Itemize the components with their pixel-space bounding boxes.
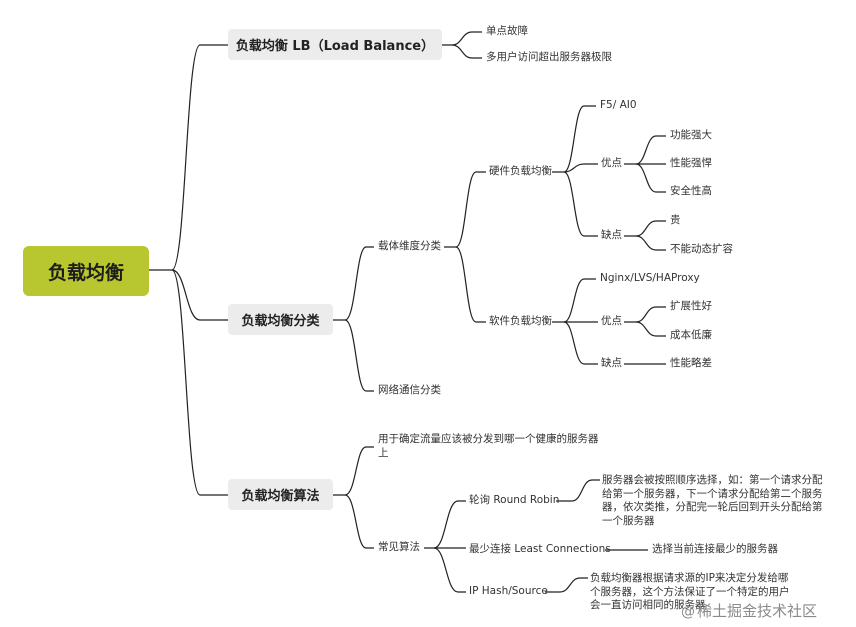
algo-round-robin-desc[interactable]: 服务器会被按照顺序选择，如：第一个请求分配给第一个服务器，下一个请求分配给第二个…: [602, 474, 823, 527]
common-algo-node[interactable]: 常见算法: [378, 541, 420, 553]
lb-child-single-point[interactable]: 单点故障: [486, 25, 528, 37]
hardware-pro-item[interactable]: 安全性高: [670, 185, 712, 197]
hardware-example[interactable]: F5/ AI0: [600, 99, 637, 111]
network-node[interactable]: 网络通信分类: [378, 384, 441, 396]
algo-round-robin[interactable]: 轮询 Round Robin: [469, 494, 560, 506]
software-example[interactable]: Nginx/LVS/HAProxy: [600, 272, 700, 284]
hardware-pro-item[interactable]: 功能强大: [670, 129, 712, 141]
algo-least-connections[interactable]: 最少连接 Least Connections: [469, 543, 611, 555]
lb-child-user-limit[interactable]: 多用户访问超出服务器极限: [486, 51, 612, 63]
algo-purpose[interactable]: 用于确定流量应该被分发到哪一个健康的服务器上: [378, 433, 599, 459]
algo-ip-hash-desc[interactable]: 负载均衡器根据请求源的IP来决定分发给哪个服务器，这个方法保证了一个特定的用户会…: [590, 572, 790, 611]
at-icon: @: [681, 604, 695, 620]
algo-node[interactable]: 负载均衡算法: [228, 479, 333, 510]
software-cons-node[interactable]: 缺点: [601, 357, 622, 369]
hardware-con-item[interactable]: 贵: [670, 214, 681, 226]
hardware-cons-node[interactable]: 缺点: [601, 229, 622, 241]
watermark: @稀土掘金技术社区: [681, 600, 817, 621]
software-pro-item[interactable]: 扩展性好: [670, 300, 712, 312]
software-con-item[interactable]: 性能略差: [670, 357, 712, 369]
software-pro-item[interactable]: 成本低廉: [670, 329, 712, 341]
hardware-con-item[interactable]: 不能动态扩容: [670, 243, 733, 255]
root-node[interactable]: 负载均衡: [23, 246, 149, 296]
carrier-node[interactable]: 载体维度分类: [378, 240, 441, 252]
watermark-text: 稀土掘金技术社区: [697, 602, 818, 620]
algo-ip-hash[interactable]: IP Hash/Source: [469, 585, 548, 597]
hardware-node[interactable]: 硬件负载均衡: [489, 165, 552, 177]
software-node[interactable]: 软件负载均衡: [489, 315, 552, 327]
classify-node[interactable]: 负载均衡分类: [228, 304, 333, 335]
algo-least-connections-desc[interactable]: 选择当前连接最少的服务器: [652, 543, 778, 555]
software-pros-node[interactable]: 优点: [601, 315, 622, 327]
hardware-pro-item[interactable]: 性能强悍: [670, 157, 712, 169]
lb-node[interactable]: 负载均衡 LB（Load Balance）: [228, 29, 442, 60]
hardware-pros-node[interactable]: 优点: [601, 157, 622, 169]
